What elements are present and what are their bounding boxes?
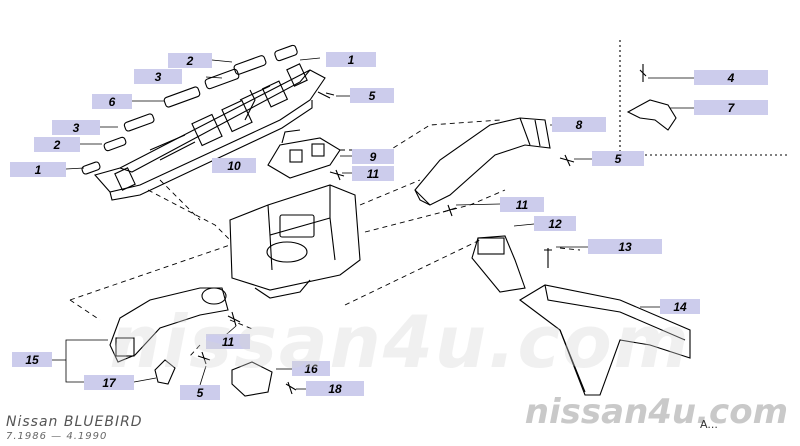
duct-15 [109,287,229,363]
callout-8: 8 [552,117,606,132]
screw-11a [329,169,345,181]
vent-gaskets [81,44,298,175]
callout-12: 12 [534,216,576,231]
screw-13 [544,248,552,268]
clamp-7 [626,99,677,131]
callout-3-top: 3 [134,69,182,84]
screw-5b [559,154,575,167]
screw-5c [197,351,211,365]
screw-5a [317,91,335,99]
callout-5-right: 5 [592,151,644,166]
duct-14 [519,284,691,396]
callout-11-center: 11 [352,166,394,181]
callout-10: 10 [212,158,256,173]
callout-1-bottom: 1 [10,162,66,177]
bracket-17 [154,359,176,385]
callout-17: 17 [84,375,134,390]
heater-unit [229,184,361,299]
callout-3-bottom: 3 [52,120,100,135]
watermark-center: nissan4u.com [109,300,691,384]
screw-4 [639,64,647,82]
callout-18: 18 [306,381,364,396]
callout-5-bottom: 5 [180,385,220,400]
callout-11-right: 11 [500,197,544,212]
callout-5-top: 5 [350,88,394,103]
inset-border [619,40,790,156]
callout-7: 7 [694,100,768,115]
duct-8 [414,117,551,206]
callout-13: 13 [588,239,662,254]
callout-9: 9 [352,149,394,164]
callout-2-top: 2 [168,53,212,68]
callout-6: 6 [92,94,132,109]
model-name: Nissan BLUEBIRD [6,414,143,430]
part-16 [231,361,273,397]
screw-11b [442,204,457,217]
callout-1-top: 1 [326,52,376,67]
vent-manifold [94,63,326,201]
callout-15: 15 [12,352,52,367]
callout-4: 4 [694,70,768,85]
model-years: 7.1986 — 4.1990 [6,431,108,442]
callout-11-left: 11 [206,334,250,349]
callout-16: 16 [292,361,330,376]
vent-9 [267,129,341,179]
watermark-corner: nissan4u.com [524,392,788,432]
duct-12 [471,235,526,293]
callout-14: 14 [660,299,700,314]
screw-11c [227,311,241,327]
callout-2-bottom: 2 [34,137,80,152]
screw-18 [285,381,297,395]
page-code: A... [700,418,718,431]
